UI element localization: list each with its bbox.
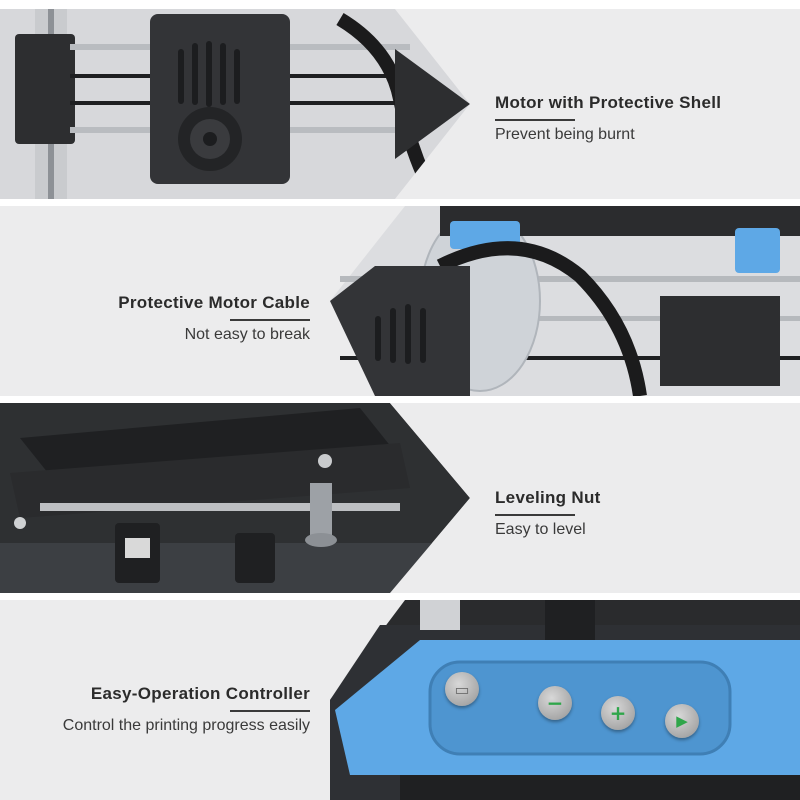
play-icon: ▶	[676, 712, 688, 730]
feature-subtitle: Not easy to break	[184, 326, 310, 343]
motor-shell-caption: Motor with Protective Shell Prevent bein…	[495, 93, 721, 144]
leveling-nut-caption: Leveling Nut Easy to level	[495, 488, 601, 539]
plus-button[interactable]: +	[601, 696, 635, 730]
feature-title: Motor with Protective Shell	[495, 93, 722, 112]
feature-subtitle: Easy to level	[495, 521, 586, 538]
minus-button[interactable]: −	[538, 686, 572, 720]
feature-subtitle: Prevent being burnt	[495, 126, 635, 143]
plus-icon: +	[609, 701, 627, 725]
feature-title: Protective Motor Cable	[118, 293, 310, 312]
title-underline	[495, 119, 575, 121]
feature-panel-motor-shell: Motor with Protective Shell Prevent bein…	[0, 9, 800, 199]
play-button[interactable]: ▶	[665, 704, 699, 738]
controller-caption: Easy-Operation Controller Control the pr…	[63, 684, 310, 735]
leveling-nut-photo	[0, 403, 800, 593]
motor-cable-photo	[0, 206, 800, 396]
card-icon: ▭	[454, 679, 470, 699]
feature-panel-leveling-nut: Leveling Nut Easy to level	[0, 403, 800, 593]
feature-title: Leveling Nut	[495, 488, 601, 507]
title-underline	[230, 710, 310, 712]
card-button[interactable]: ▭	[445, 672, 479, 706]
title-underline	[495, 514, 575, 516]
minus-icon: −	[546, 691, 564, 715]
title-underline	[230, 319, 310, 321]
motor-shell-photo	[0, 9, 800, 199]
feature-panel-motor-cable: Protective Motor Cable Not easy to break	[0, 206, 800, 396]
motor-cable-caption: Protective Motor Cable Not easy to break	[118, 293, 310, 344]
feature-subtitle: Control the printing progress easily	[62, 717, 310, 734]
feature-title: Easy-Operation Controller	[90, 684, 310, 703]
feature-panel-controller: ▭ − + ▶ Easy-Operation Controller Contro…	[0, 600, 800, 800]
